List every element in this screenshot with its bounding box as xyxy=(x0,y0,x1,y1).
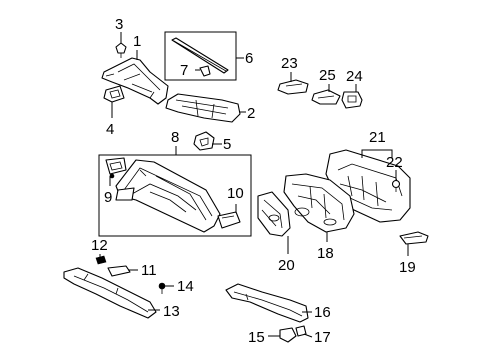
part-4-bracket xyxy=(103,85,125,103)
part-18-insulator xyxy=(283,173,355,233)
callout-13: 13 xyxy=(163,303,180,320)
callout-14: 14 xyxy=(177,278,194,295)
callout-11: 11 xyxy=(141,262,157,279)
part-3-clip xyxy=(115,42,127,58)
leader-17 xyxy=(303,333,313,338)
callout-labels: 3 1 4 6 7 2 5 8 9 10 23 25 24 21 22 18 2… xyxy=(91,16,416,346)
part-11-bracket xyxy=(107,265,131,277)
callout-25: 25 xyxy=(319,67,336,84)
part-2-cowl-side-panel xyxy=(165,93,241,123)
part-12-fastener xyxy=(95,255,107,265)
callout-17: 17 xyxy=(314,329,331,346)
callout-19: 19 xyxy=(399,259,416,276)
callout-2: 2 xyxy=(247,105,255,122)
callout-7: 7 xyxy=(180,62,188,79)
part-7-clip xyxy=(199,65,211,77)
callout-23: 23 xyxy=(281,55,298,72)
part-1-cowl-top-panel xyxy=(101,57,169,105)
part-9-bracket xyxy=(105,157,127,179)
part-20-insulator xyxy=(257,191,291,237)
leader-21 xyxy=(361,149,393,158)
callout-5: 5 xyxy=(223,136,231,153)
callout-3: 3 xyxy=(115,16,123,33)
part-14-screw xyxy=(158,282,166,294)
callout-12: 12 xyxy=(91,237,108,254)
callout-6: 6 xyxy=(245,50,253,67)
callout-16: 16 xyxy=(314,304,331,321)
callout-10: 10 xyxy=(227,185,244,202)
part-5-bracket xyxy=(193,131,215,151)
part-19-grommet xyxy=(399,231,429,245)
part-10-pad xyxy=(217,211,241,229)
callout-15: 15 xyxy=(248,329,265,346)
part-23-pad xyxy=(277,79,309,95)
callout-4: 4 xyxy=(106,121,114,138)
part-25-pad xyxy=(311,89,341,105)
part-8-dash-panel-assembly xyxy=(98,154,252,237)
callout-22: 22 xyxy=(386,154,403,171)
callout-18: 18 xyxy=(317,245,334,262)
callout-21: 21 xyxy=(369,129,386,146)
callout-1: 1 xyxy=(133,33,141,50)
callout-9: 9 xyxy=(104,189,112,206)
part-6-weatherstrip xyxy=(164,31,237,81)
part-17-clip xyxy=(295,325,307,337)
callout-24: 24 xyxy=(346,68,363,85)
part-15-clip xyxy=(279,327,297,343)
part-16-rail xyxy=(225,283,309,323)
part-13-panel xyxy=(63,267,157,319)
callout-8: 8 xyxy=(171,129,179,146)
leader-lines xyxy=(99,32,409,338)
part-6-frame xyxy=(164,31,237,81)
callout-20: 20 xyxy=(278,257,295,274)
part-24-bracket xyxy=(341,91,363,109)
part-8-frame xyxy=(98,154,252,237)
